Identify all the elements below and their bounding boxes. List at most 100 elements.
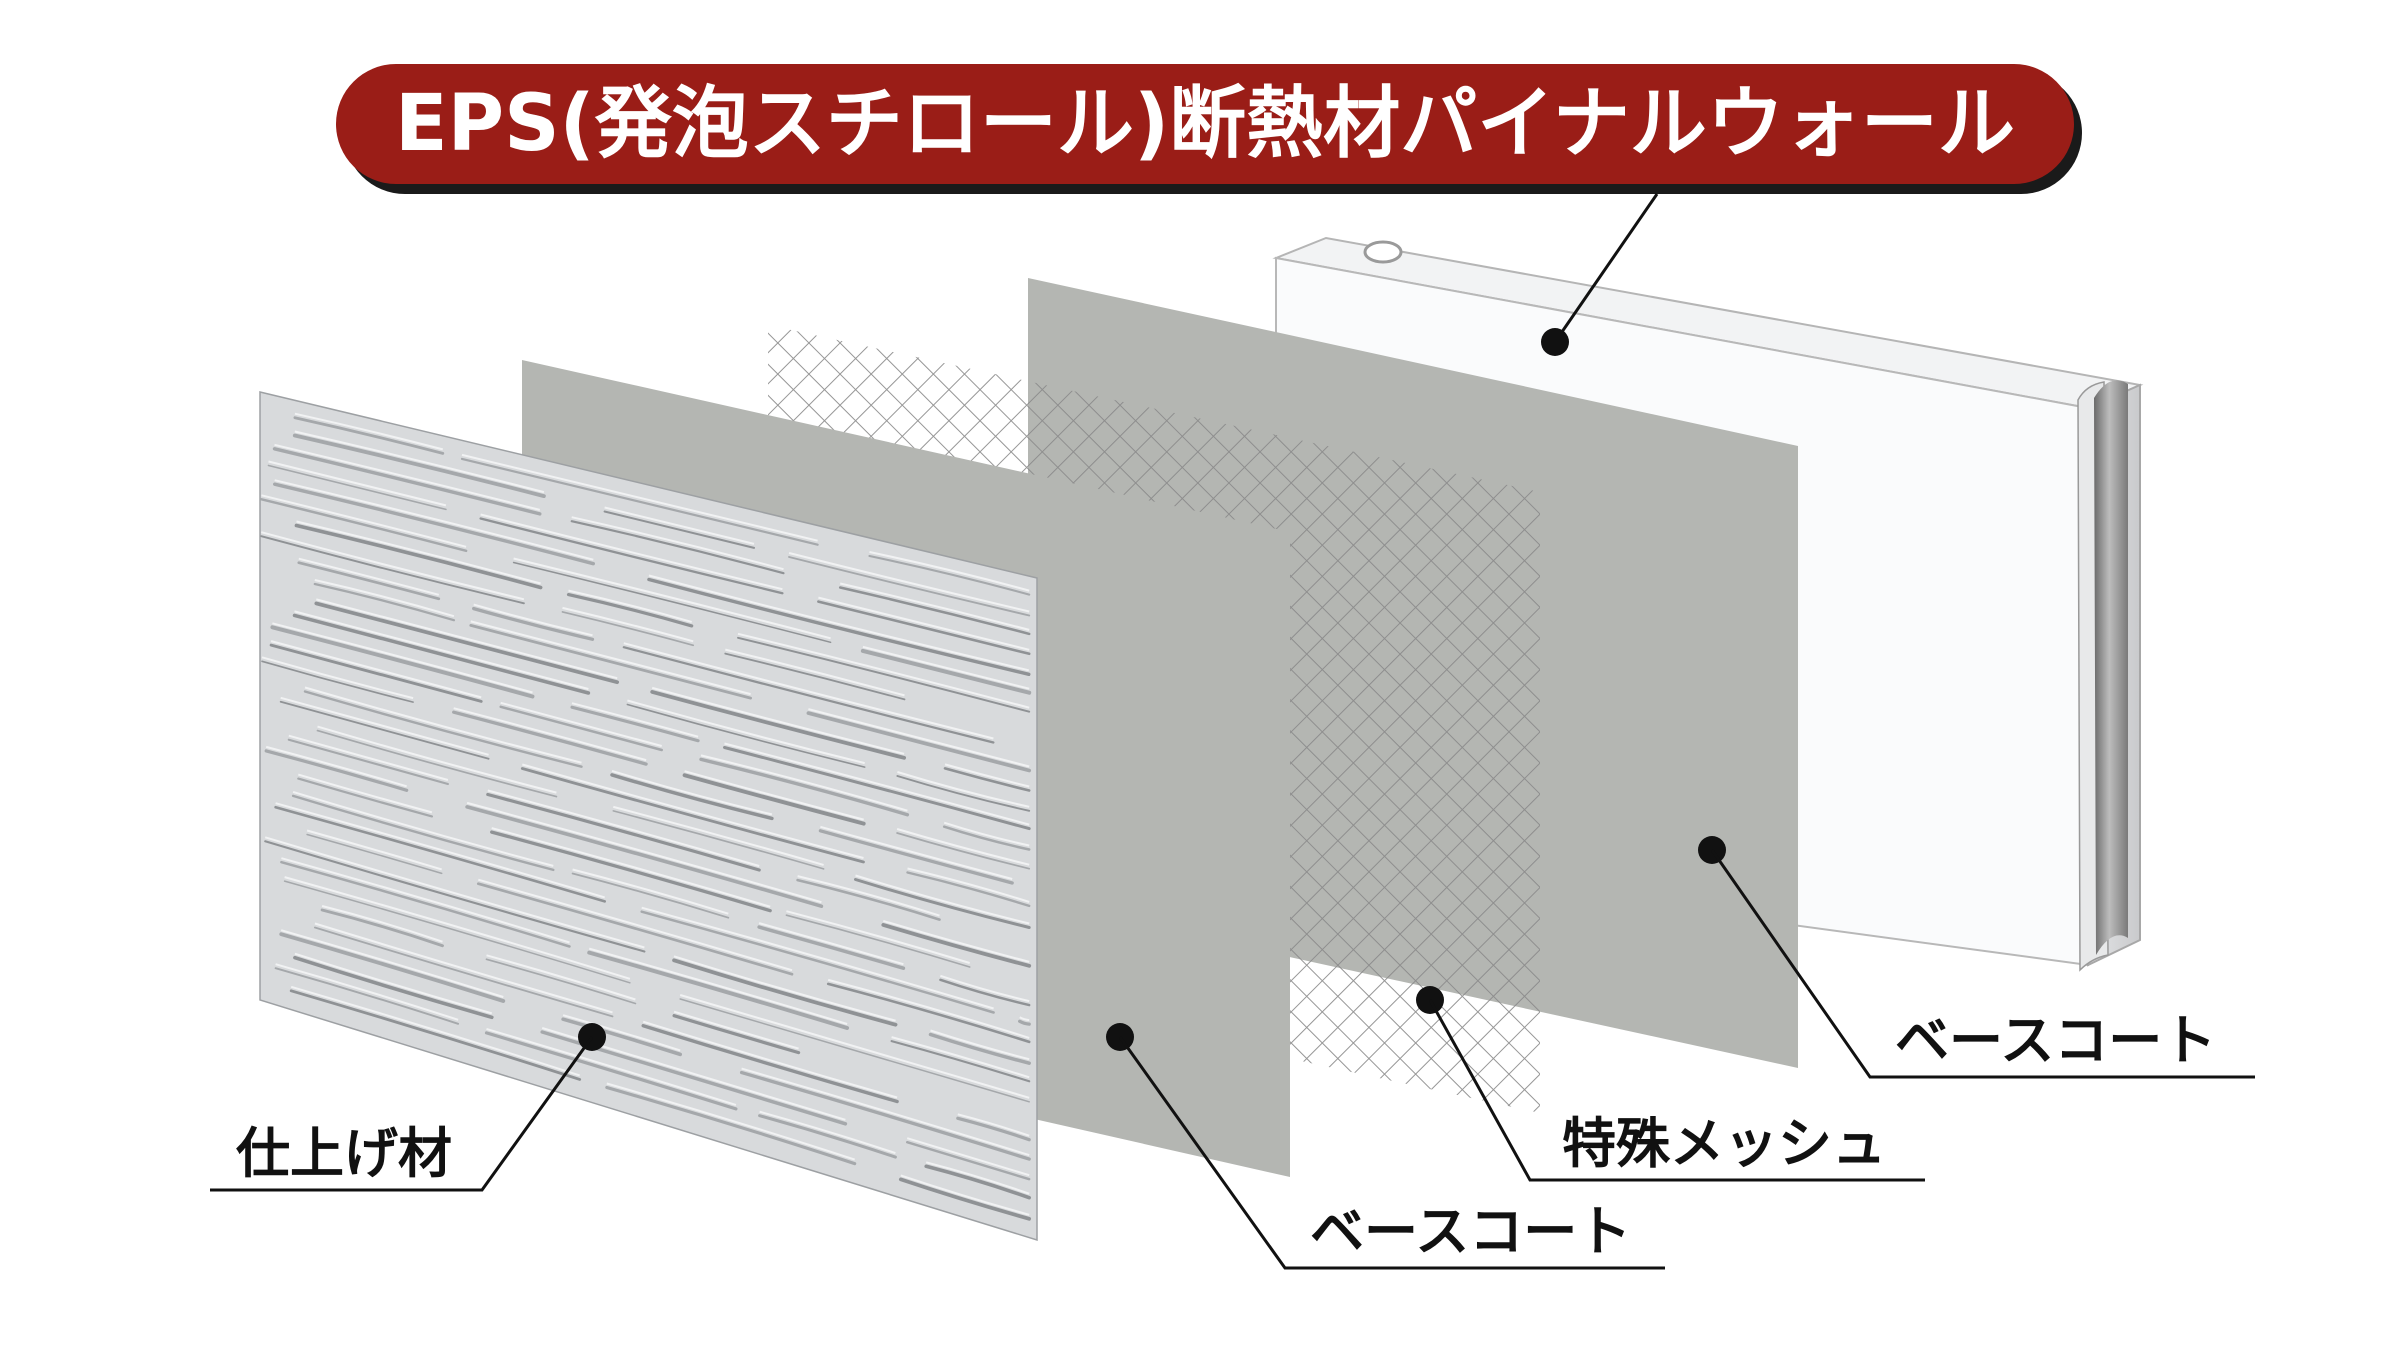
eps-panel-groove-channel (2094, 380, 2128, 955)
finish-texture-highlight (673, 1010, 799, 1050)
finish-texture-stroke (682, 773, 866, 826)
finish-texture-stroke (610, 773, 774, 821)
finish-texture-stroke (640, 910, 995, 1014)
finish-texture-stroke (896, 775, 1031, 812)
finish-texture-stroke (854, 878, 1031, 929)
finish-texture-stroke (622, 646, 995, 744)
finish-texture-stroke (612, 810, 825, 870)
finish-texture-stroke (943, 767, 1031, 792)
leader-line-mesh (1428, 999, 1925, 1182)
finish-texture-stroke (1018, 1019, 1031, 1026)
finish-texture-highlight (623, 642, 994, 740)
finish-texture-stroke (292, 613, 591, 695)
finish-texture-highlight (572, 868, 729, 915)
finish-texture-highlight (588, 947, 848, 1025)
finish-texture-highlight (562, 1014, 681, 1052)
finish-texture-stroke (264, 749, 409, 792)
finish-texture-stroke (860, 648, 1032, 695)
finish-texture-highlight (281, 857, 570, 944)
finish-texture-stroke (293, 416, 445, 455)
finish-texture-stroke (561, 1017, 682, 1057)
finish-texture-highlight (294, 610, 589, 690)
finish-texture-highlight (1019, 1016, 1030, 1022)
finish-texture-highlight (786, 910, 970, 964)
finish-texture-stroke (898, 1177, 1032, 1221)
finish-texture-highlight (294, 412, 444, 451)
finish-texture-highlight (486, 1027, 737, 1106)
finish-texture-highlight (280, 696, 489, 756)
finish-texture-stroke (679, 998, 1030, 1103)
leader-line-base-coat-back (1710, 849, 2255, 1079)
label-base-coat-front: ベースコート (1310, 1200, 1631, 1263)
finish-texture-stroke (699, 757, 910, 817)
finish-texture-highlight (897, 771, 1030, 808)
eps-panel-hole (1363, 240, 1403, 264)
finish-texture-stroke (928, 1032, 1031, 1065)
finish-texture-stroke (472, 606, 595, 641)
finish-texture-highlight (274, 443, 541, 511)
finish-texture-stroke (626, 703, 866, 768)
finish-texture-stroke (465, 805, 824, 908)
finish-texture-highlight (480, 513, 783, 591)
finish-texture-stroke (490, 830, 772, 913)
finish-texture-stroke (314, 926, 614, 1018)
finish-texture-stroke (469, 624, 752, 700)
finish-texture-stroke (261, 660, 414, 703)
finish-texture-stroke (737, 636, 1031, 713)
finish-texture-stroke (294, 523, 543, 590)
finish-texture-highlight (627, 699, 865, 765)
finish-texture-highlight (741, 1067, 1030, 1157)
finish-texture-highlight (943, 821, 1030, 847)
finish-texture-highlight (808, 708, 1030, 768)
finish-texture-stroke (279, 932, 506, 1003)
finish-texture-highlight (759, 1110, 896, 1155)
finish-texture-highlight (261, 656, 414, 700)
finish-texture-highlight (906, 1137, 1030, 1177)
finish-texture-stroke (316, 729, 558, 798)
label-special-mesh: 特殊メッシュ (1562, 1112, 1886, 1175)
finish-texture-stroke (512, 561, 832, 644)
finish-texture-stroke (924, 1164, 1031, 1200)
finish-texture-highlight (684, 770, 864, 821)
finish-texture-highlight (568, 589, 692, 623)
finish-texture-highlight (294, 430, 545, 494)
finish-texture-stroke (890, 1040, 1031, 1083)
finish-texture-stroke (272, 447, 542, 516)
leader-line-eps (1553, 193, 1659, 343)
finish-texture-stroke (605, 1085, 857, 1166)
finish-texture-stroke (788, 556, 1031, 617)
finish-texture-highlight (673, 955, 896, 1022)
finish-texture-highlight (604, 506, 755, 545)
finish-texture-highlight (724, 742, 1030, 826)
finish-texture-stroke (641, 1024, 899, 1104)
finish-texture-stroke (672, 1014, 801, 1055)
finish-texture-highlight (274, 479, 594, 561)
finish-texture-stroke (939, 978, 1031, 1007)
finish-texture-highlight (930, 1029, 1030, 1061)
finish-texture-stroke (650, 690, 906, 760)
finish-texture-stroke (293, 955, 494, 1020)
finish-texture-highlight (461, 453, 818, 542)
finish-texture-stroke (476, 882, 794, 976)
finish-texture-stroke (460, 457, 819, 546)
finish-texture-stroke (603, 510, 755, 549)
finish-texture-highlight (827, 978, 1030, 1039)
finish-texture-highlight (900, 1174, 1030, 1216)
finish-texture-highlight (453, 707, 647, 762)
finish-texture-stroke (273, 482, 595, 566)
finish-texture-stroke (313, 582, 456, 622)
finish-texture-stroke (587, 950, 850, 1030)
finish-texture-stroke (486, 792, 761, 872)
finish-texture-highlight (758, 922, 904, 966)
finish-texture-highlight (486, 954, 636, 1001)
finish-texture-stroke (291, 794, 555, 872)
finish-texture-stroke (818, 829, 1014, 885)
title-banner: EPS(発泡スチロール)断熱材パイナルウォール (336, 64, 2082, 194)
finish-texture-stroke (283, 880, 631, 984)
finish-texture-stroke (647, 577, 1031, 676)
finish-texture-highlight (275, 802, 605, 899)
finish-texture-highlight (296, 520, 541, 585)
finish-texture-stroke (942, 825, 1031, 851)
finish-texture-highlight (321, 905, 443, 943)
finish-texture-highlight (571, 702, 699, 738)
